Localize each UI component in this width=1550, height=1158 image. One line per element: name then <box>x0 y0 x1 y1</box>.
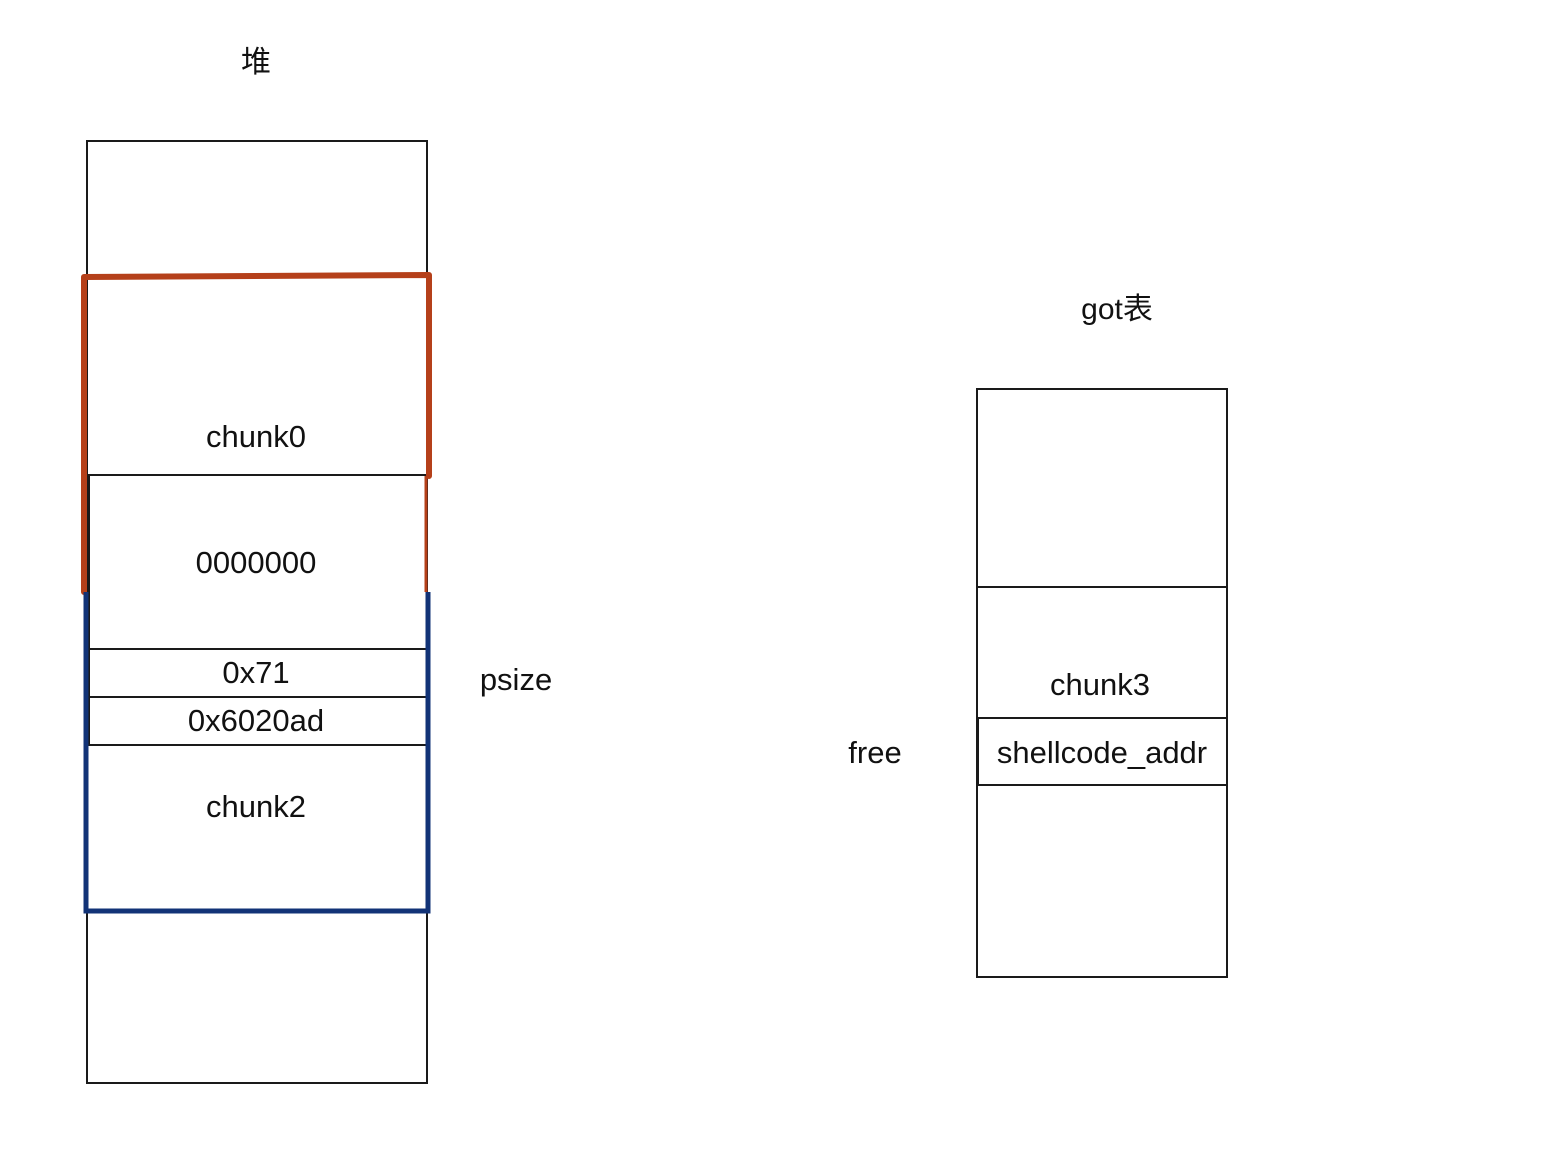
chunk0-outline <box>81 272 432 595</box>
chunk3-label: chunk3 <box>1050 667 1150 702</box>
size-value: 0x71 <box>222 655 290 690</box>
psize-label: psize <box>479 662 553 697</box>
chunk2-outline <box>83 592 431 914</box>
chunk0-label: chunk0 <box>206 419 306 454</box>
got-entry-value: shellcode_addr <box>996 735 1208 770</box>
fd-value: 0x6020ad <box>187 703 325 738</box>
zero-value: 0000000 <box>195 545 317 580</box>
free-label: free <box>848 735 902 770</box>
got-title: got表 <box>1081 293 1153 326</box>
heap-title: 堆 <box>241 46 271 79</box>
got-entry-cell <box>976 717 1228 786</box>
chunk2-label: chunk2 <box>206 789 306 824</box>
